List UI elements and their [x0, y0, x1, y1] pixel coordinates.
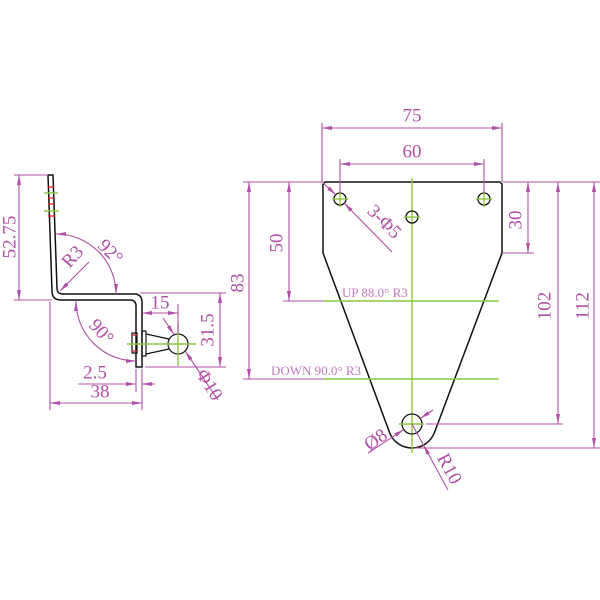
dim-straight-edge: 30 — [503, 182, 534, 254]
dim-overall-length: 112 — [414, 182, 600, 449]
dim-stud-offset-label: 15 — [151, 293, 170, 314]
dim-up-bend-offset: 50 — [267, 182, 291, 301]
dim-drop-label: 31.5 — [198, 313, 219, 346]
dim-down-bend-offset-label: 83 — [228, 274, 249, 293]
mounting-hole — [404, 210, 420, 224]
dim-down-bend-offset: 83 — [228, 182, 251, 379]
dim-height: 52.75 — [0, 174, 52, 301]
down-bend-note: DOWN 90.0° R3 — [271, 363, 361, 378]
dim-straight-edge-label: 30 — [506, 211, 527, 230]
dim-hole-spacing: 60 — [339, 142, 485, 193]
dim-up-bend-offset-label: 50 — [267, 234, 288, 253]
dim-pivot-hole-offset: 102 — [426, 182, 563, 425]
dim-overall-width: 75 — [321, 106, 503, 182]
pivot-hole — [399, 413, 424, 435]
up-bend-line: UP 88.0° R3 — [283, 285, 499, 302]
dim-drop: 31.5 — [140, 292, 226, 368]
down-bend-line: DOWN 90.0° R3 — [243, 363, 499, 380]
dim-overall-length-label: 112 — [573, 292, 594, 320]
plate-outline — [322, 181, 503, 449]
bend-marks — [44, 186, 59, 217]
dim-pivot-hole-offset-label: 102 — [535, 292, 556, 321]
dim-stud-offset: 15 — [142, 293, 179, 333]
stud-neck — [145, 333, 170, 355]
dim-overall-width-label: 75 — [403, 106, 422, 127]
dim-thickness-label: 2.5 — [83, 363, 107, 384]
dim-width-label: 38 — [91, 382, 110, 403]
up-bend-note: UP 88.0° R3 — [342, 285, 408, 300]
dim-hole-spacing-label: 60 — [403, 142, 422, 163]
dim-width: 38 — [49, 302, 142, 410]
dim-height-label: 52.75 — [0, 216, 21, 259]
